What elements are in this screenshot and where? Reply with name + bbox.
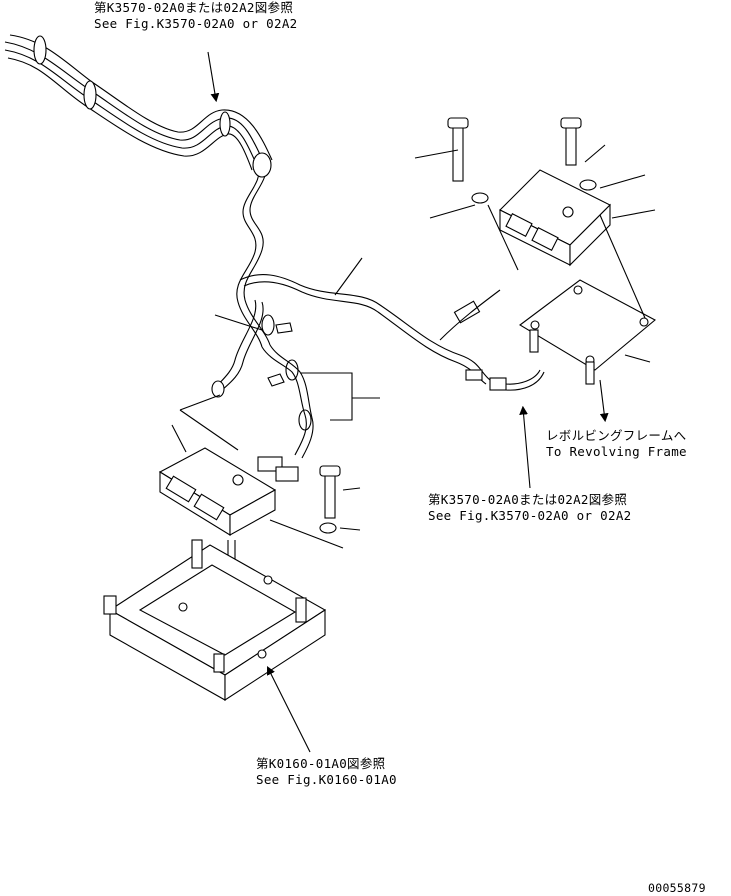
upper-controller-unit xyxy=(447,117,656,385)
reference-note-bottom: 第K0160-01A0図参照 See Fig.K0160-01A0 xyxy=(256,756,397,788)
mounting-base-frame xyxy=(103,539,327,702)
reference-note-right-jp: 第K3570-02A0または02A2図参照 xyxy=(428,492,628,507)
revolving-frame-note: レボルビングフレームへ To Revolving Frame xyxy=(546,428,687,460)
reference-note-top-jp: 第K3570-02A0または02A2図参照 xyxy=(94,0,294,15)
leader-lines xyxy=(171,51,656,753)
revolving-frame-note-en: To Revolving Frame xyxy=(546,444,687,459)
reference-note-top: 第K3570-02A0または02A2図参照 See Fig.K3570-02A0… xyxy=(94,0,297,32)
revolving-frame-note-jp: レボルビングフレームへ xyxy=(546,428,687,443)
main-harness-bundle xyxy=(4,34,314,482)
reference-note-top-en: See Fig.K3570-02A0 or 02A2 xyxy=(94,16,298,31)
reference-note-bottom-en: See Fig.K0160-01A0 xyxy=(256,772,397,787)
lower-controller-unit xyxy=(158,447,341,690)
reference-note-bottom-jp: 第K0160-01A0図参照 xyxy=(256,756,386,771)
document-number: 00055879 xyxy=(648,881,706,895)
reference-note-right-en: See Fig.K3570-02A0 or 02A2 xyxy=(428,508,632,523)
reference-note-right: 第K3570-02A0または02A2図参照 See Fig.K3570-02A0… xyxy=(428,492,631,524)
controller-branch-harness xyxy=(239,274,545,391)
